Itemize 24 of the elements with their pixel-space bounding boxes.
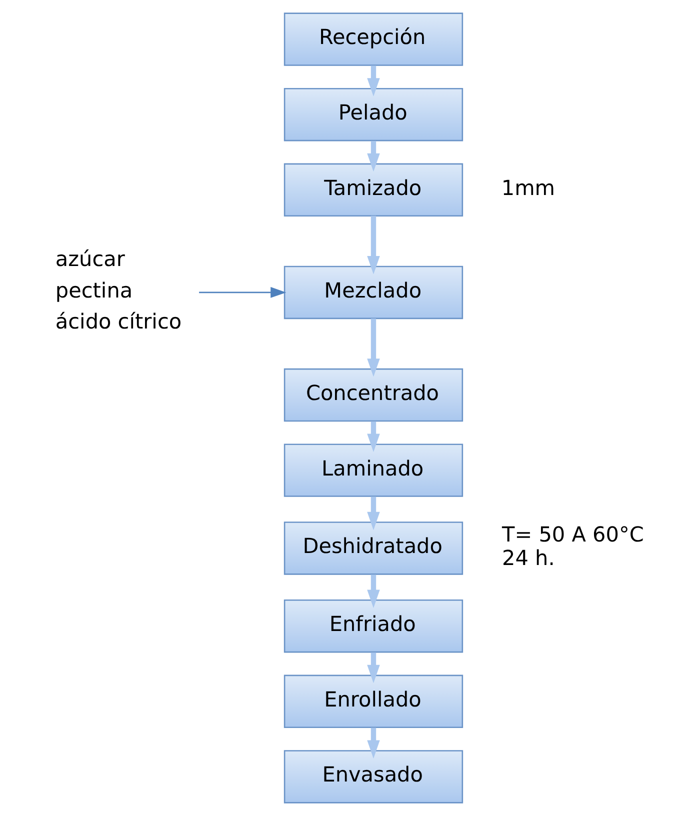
node-box: Laminado [284, 444, 464, 497]
node-box: Enfriado [284, 600, 464, 653]
node-box: Envasado [284, 750, 464, 804]
arrow [199, 287, 286, 298]
node-box: Pelado [284, 88, 464, 142]
node-label: T= 50 A 60°C [502, 522, 644, 546]
arrow [367, 421, 380, 452]
node-label: 1mm [501, 176, 556, 200]
node-label: 24 h. [502, 546, 555, 570]
node-box: Tamizado [284, 163, 464, 217]
node-box: Deshidratado [284, 522, 464, 575]
arrow [367, 574, 380, 608]
arrow [367, 318, 380, 377]
node-text: azúcar pectina ácido cítrico [55, 247, 182, 334]
node-box: Mezclado [284, 266, 464, 320]
node-box: Recepción [284, 12, 464, 66]
arrow [367, 652, 380, 684]
arrow [367, 728, 380, 758]
arrow [367, 496, 380, 530]
arrow [367, 140, 380, 172]
node-box: Enrollado [284, 674, 464, 728]
arrow [367, 216, 380, 274]
node-box: Concentrado [284, 368, 464, 422]
arrow [367, 66, 380, 96]
